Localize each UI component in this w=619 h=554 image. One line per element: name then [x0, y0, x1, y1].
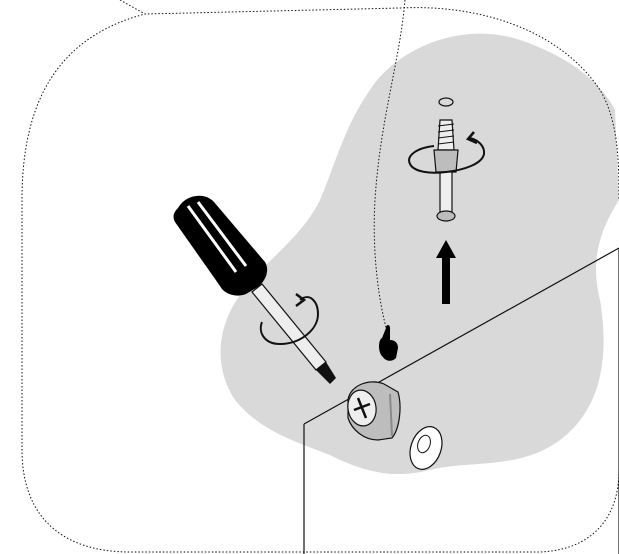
- shadow-backdrop: [221, 34, 619, 474]
